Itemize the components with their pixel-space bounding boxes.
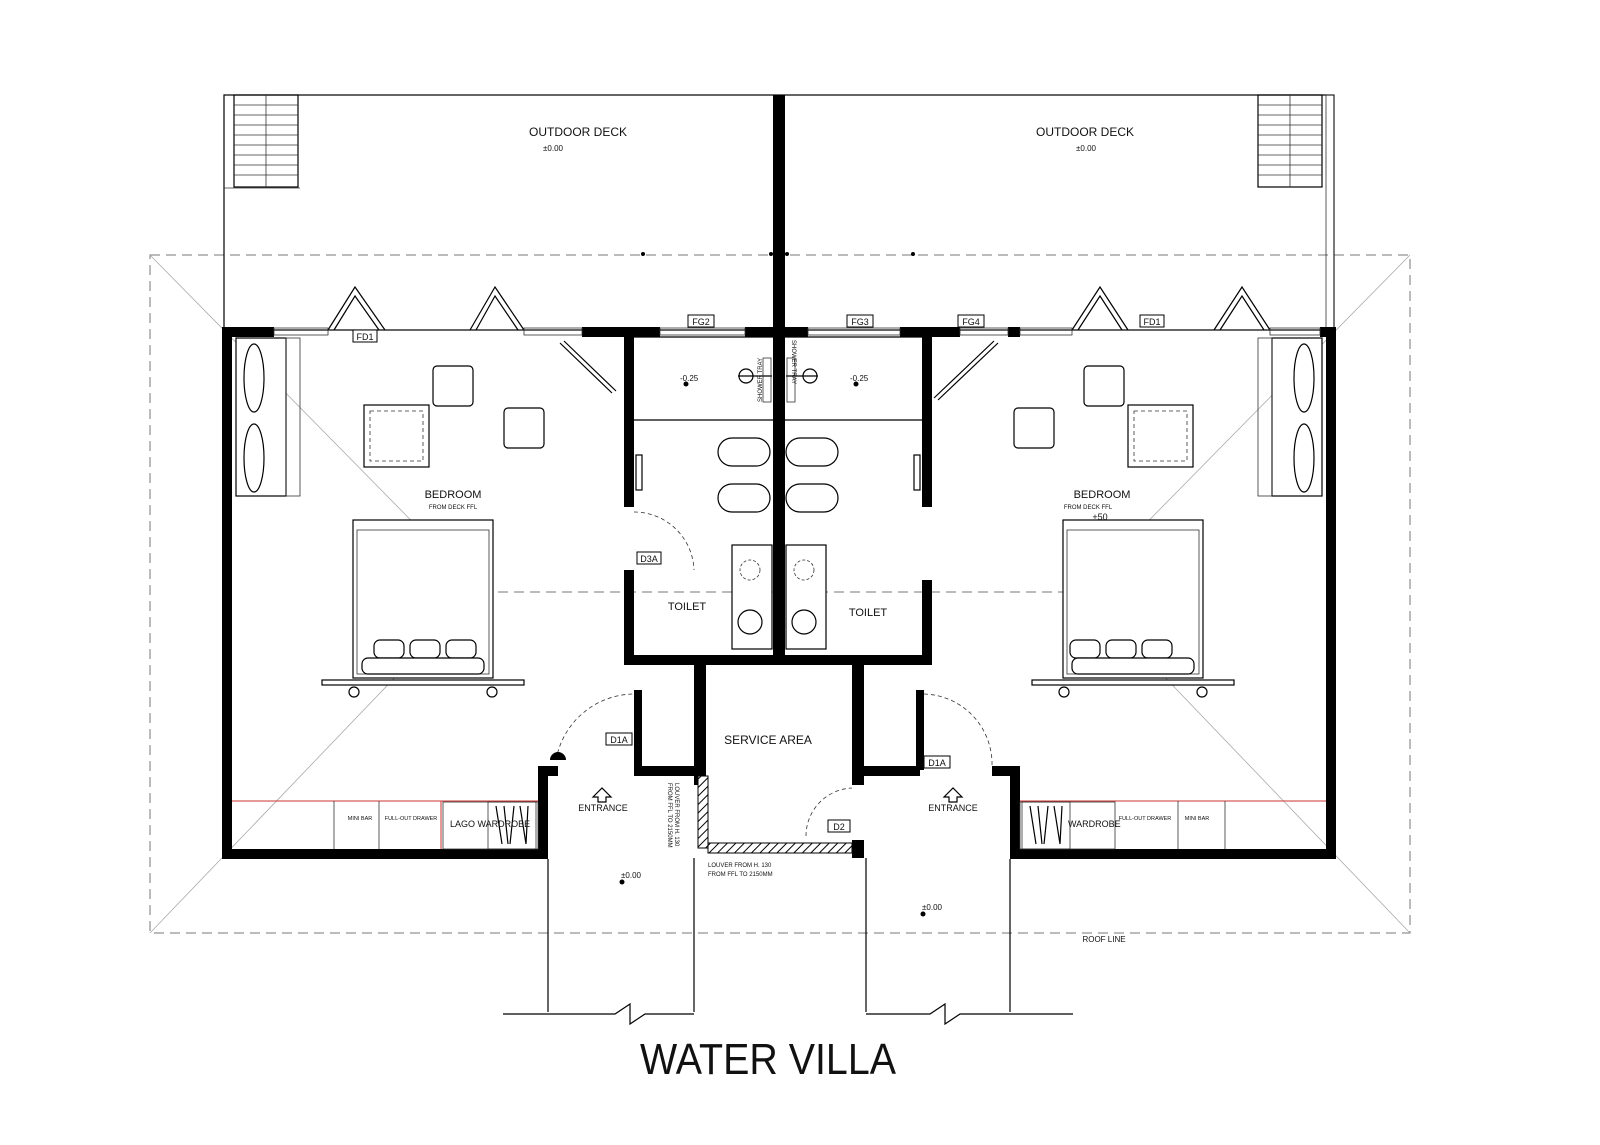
deck-level-left: ±0.00 bbox=[543, 144, 564, 153]
service-area-label: SERVICE AREA bbox=[724, 733, 812, 747]
door-tag-d1a-right: D1A bbox=[928, 758, 946, 768]
louver-note-horizontal-2: FROM FFL TO 2150MM bbox=[708, 872, 773, 878]
entrance-label-left: ENTRANCE bbox=[578, 803, 628, 813]
door-tag-d3a: D3A bbox=[640, 554, 658, 564]
toilet-label-right: TOILET bbox=[849, 607, 888, 619]
entrance-lobbies bbox=[503, 787, 1073, 1026]
shower-level-right: -0.25 bbox=[850, 374, 869, 383]
roof-line-label: ROOF LINE bbox=[1082, 935, 1125, 944]
stairs-right bbox=[1257, 94, 1323, 188]
wardrobe-left: LAGO WARDROBE bbox=[450, 819, 530, 829]
mini-bar-right: MINI BAR bbox=[1185, 816, 1209, 822]
deck-label-left: OUTDOOR DECK bbox=[529, 125, 627, 139]
deck-level-right: ±0.00 bbox=[1076, 144, 1097, 153]
lamp-icon bbox=[550, 752, 566, 760]
louver-note-vertical-2: FROM FFL TO 2150MM bbox=[666, 783, 672, 848]
cabinets-left bbox=[232, 800, 539, 850]
wardrobe-right: WARDROBE bbox=[1068, 819, 1121, 829]
door-tag-d2: D2 bbox=[833, 822, 845, 832]
shower-tray-left: SHOWER TRAY bbox=[758, 358, 764, 402]
toilet-label-left: TOILET bbox=[668, 601, 707, 613]
drawing-title: WATER VILLA bbox=[640, 1035, 897, 1084]
door-tag-fd1-right: FD1 bbox=[1143, 317, 1160, 327]
entrance-level-right: ±0.00 bbox=[922, 903, 943, 912]
louver-horizontal bbox=[707, 842, 853, 854]
windows bbox=[273, 327, 1321, 336]
bedroom-note-right: FROM DECK FFL bbox=[1064, 505, 1113, 511]
shower-tray-right: SHOWER TRAY bbox=[790, 340, 796, 384]
drawer-right: FULL-OUT DRAWER bbox=[1119, 816, 1172, 822]
bedroom-level-right: +50 bbox=[1092, 512, 1107, 522]
door-tag-d1a-left: D1A bbox=[610, 735, 628, 745]
bathroom-fixtures bbox=[635, 357, 921, 650]
louver-note-vertical-1: LOUVER FROM H. 130 bbox=[673, 783, 679, 847]
window-tag-fg3: FG3 bbox=[851, 317, 869, 327]
door-tag-fd1-left: FD1 bbox=[356, 332, 373, 342]
right-bedroom-furniture bbox=[1013, 337, 1323, 698]
mini-bar-left: MINI BAR bbox=[348, 816, 372, 822]
deck-label-right: OUTDOOR DECK bbox=[1036, 125, 1134, 139]
stairs-left bbox=[233, 94, 299, 188]
bathroom-doors bbox=[559, 340, 999, 401]
cabinets-right bbox=[1019, 800, 1326, 850]
left-bedroom-furniture bbox=[235, 337, 545, 698]
tags: FD1 FG2 FG3 FG4 FD1 bbox=[352, 314, 1165, 343]
window-tag-fg2: FG2 bbox=[692, 317, 710, 327]
drawer-left: FULL-OUT DRAWER bbox=[385, 816, 438, 822]
louver-note-horizontal-1: LOUVER FROM H. 130 bbox=[708, 863, 772, 869]
louver-vertical bbox=[697, 775, 709, 849]
entrance-level-left: ±0.00 bbox=[621, 871, 642, 880]
bedroom-label-right: BEDROOM bbox=[1074, 489, 1131, 501]
window-tag-fg4: FG4 bbox=[962, 317, 980, 327]
shower-level-left: -0.25 bbox=[680, 374, 699, 383]
bedroom-note-left: FROM DECK FFL bbox=[429, 505, 478, 511]
walls bbox=[222, 95, 1336, 859]
folding-doors bbox=[327, 285, 1271, 331]
door-swings bbox=[555, 511, 993, 837]
entrance-label-right: ENTRANCE bbox=[928, 803, 978, 813]
bedroom-label-left: BEDROOM bbox=[425, 489, 482, 501]
